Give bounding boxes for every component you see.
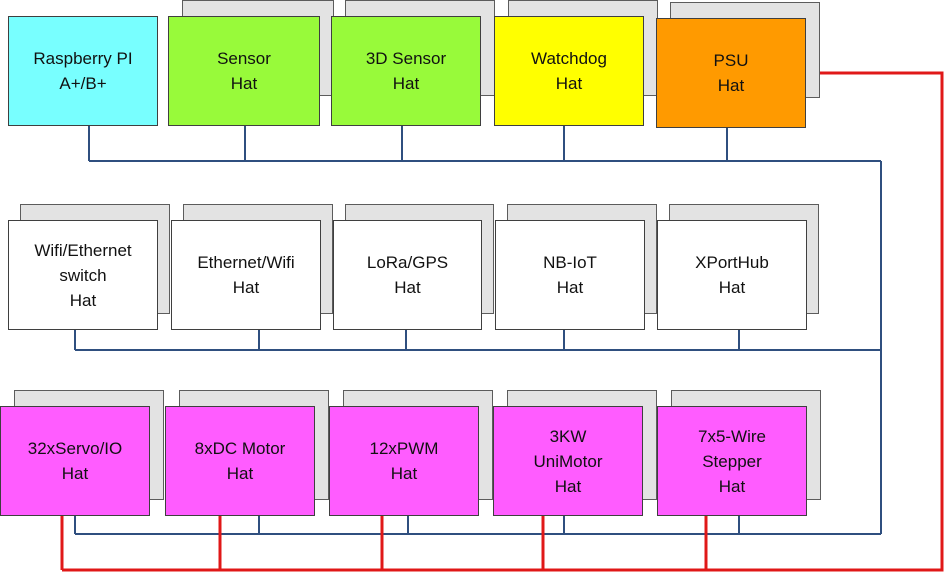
7x5-wire-stepper-hat-label-line: Hat [718, 476, 746, 496]
lora-gps-hat-label-line: LoRa/GPS [366, 253, 449, 272]
row1-bus [88, 126, 881, 162]
12xpwm-hat-label-line: 12xPWM [369, 439, 439, 458]
nb-iot-hat-label-line: NB-IoT [543, 253, 597, 272]
wifi-ethernet-switch-hat-label-line: Wifi/Ethernet [34, 240, 132, 260]
7x5-wire-stepper-hat-label-line: 7x5-Wire [697, 426, 766, 446]
3kw-unimotor-hat-label-line: Hat [554, 476, 582, 496]
sensor-hat-label-line: Sensor [217, 49, 271, 68]
row2-bus [74, 330, 881, 351]
psu-hat: PSU Hat [656, 18, 806, 128]
row3-bus [74, 516, 881, 535]
wifi-ethernet-switch-hat-label-line: Hat [69, 290, 97, 310]
12xpwm-hat: 12xPWM Hat [329, 406, 479, 516]
nb-iot-hat-label-line: Hat [556, 278, 584, 297]
psu-hat-label-line: Hat [717, 76, 745, 95]
xporthub-hat-label-line: XPortHub [695, 253, 769, 272]
3kw-unimotor-hat-label-line: UniMotor [533, 451, 603, 471]
7x5-wire-stepper-hat-label-line: Stepper [702, 451, 762, 471]
power-feed [62, 71, 944, 572]
ethernet-wifi-hat-label-line: Hat [232, 278, 260, 297]
8xdc-motor-hat-label-line: 8xDC Motor [194, 439, 286, 458]
lora-gps-hat-label-line: Hat [394, 278, 421, 297]
8xdc-motor-hat-label-line: Hat [226, 464, 254, 483]
power-line [60, 71, 944, 572]
32xservo-io-hat: 32xServo/IO Hat [0, 406, 150, 516]
raspberry-pi-label-line: Raspberry PI [33, 49, 133, 68]
wifi-ethernet-switch-hat-label-line: switch [59, 265, 107, 285]
watchdog-hat-label-line: Watchdog [531, 49, 607, 68]
3d-sensor-hat-label-line: 3D Sensor [365, 49, 447, 68]
ethernet-wifi-hat-label-line: Ethernet/Wifi [197, 253, 295, 272]
lora-gps-hat: LoRa/GPS Hat [333, 220, 482, 330]
raspberry-pi: Raspberry PI A+/B+ [8, 16, 158, 126]
32xservo-io-hat-label-line: Hat [61, 464, 89, 483]
nb-iot-hat: NB-IoT Hat [495, 220, 645, 330]
watchdog-hat-label-line: Hat [555, 74, 583, 93]
sensor-hat-label-line: Hat [230, 74, 258, 93]
3d-sensor-hat-label-line: Hat [392, 74, 420, 93]
psu-hat-label-line: PSU [713, 51, 749, 70]
12xpwm-hat-label-line: Hat [390, 464, 418, 483]
3kw-unimotor-hat-label-line: 3KW [549, 426, 587, 446]
xporthub-hat-label-line: Hat [718, 278, 746, 297]
raspberry-pi-label-line: A+/B+ [59, 74, 107, 93]
32xservo-io-hat-label-line: 32xServo/IO [27, 439, 123, 458]
